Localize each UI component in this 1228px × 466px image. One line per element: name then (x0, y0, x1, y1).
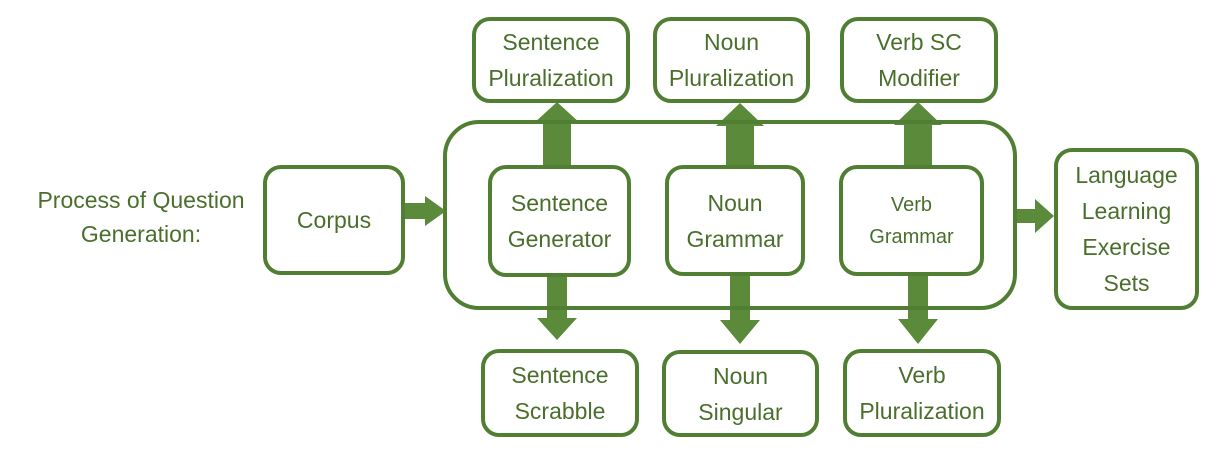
sentence-scrabble-label: Sentence Scrabble (511, 362, 609, 424)
sentence-scrabble-box: Sentence Scrabble (481, 349, 639, 437)
arrow-sentence-up (533, 102, 581, 166)
arrow-corpus-to-generators (403, 196, 446, 226)
verb-pluralization-box: Verb Pluralization (843, 349, 1001, 437)
corpus-label: Corpus (296, 207, 372, 233)
noun-grammar-box: Noun Grammar (665, 165, 805, 276)
sentence-pluralization-label: Sentence Pluralization (488, 29, 614, 91)
verb-grammar-label: Verb Grammar (869, 193, 954, 248)
corpus-box: Corpus (263, 165, 405, 275)
generators-container (443, 120, 1017, 310)
arrow-noun-up (716, 103, 764, 166)
exercise-sets-box: Language Learning Exercise Sets (1054, 148, 1199, 310)
exercise-sets-label: Language Learning Exercise Sets (1075, 162, 1178, 296)
arrow-verb-down (898, 276, 938, 344)
verb-sc-modifier-label: Verb SC Modifier (876, 29, 962, 91)
noun-grammar-label: Noun Grammar (686, 189, 784, 252)
sentence-generator-label: Sentence Generator (507, 190, 612, 252)
sentence-pluralization-box: Sentence Pluralization (472, 17, 630, 103)
noun-singular-label: Noun Singular (698, 362, 783, 425)
arrow-verb-up (894, 102, 942, 166)
noun-singular-box: Noun Singular (662, 350, 819, 437)
noun-pluralization-box: Noun Pluralization (653, 17, 810, 103)
sentence-generator-box: Sentence Generator (488, 165, 631, 277)
verb-pluralization-label: Verb Pluralization (859, 362, 985, 424)
noun-pluralization-label: Noun Pluralization (668, 29, 795, 91)
verb-grammar-box: Verb Grammar (839, 165, 984, 276)
verb-sc-modifier-box: Verb SC Modifier (840, 17, 998, 103)
arrow-generators-to-output (1015, 199, 1054, 233)
arrow-noun-down (720, 276, 760, 344)
diagram-title: Process of Question Generation: (37, 187, 245, 247)
